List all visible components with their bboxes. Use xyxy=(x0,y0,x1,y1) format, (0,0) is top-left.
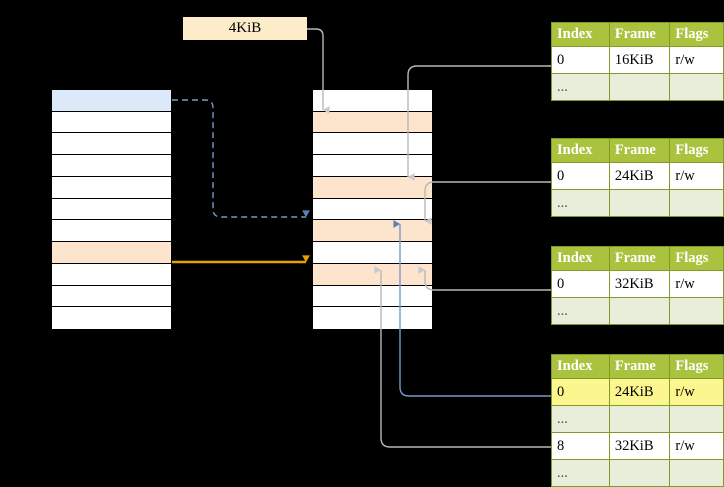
page-table-cell-9 xyxy=(313,286,432,307)
page-directory-cell-5 xyxy=(52,199,171,220)
column-header-frame: Frame xyxy=(608,138,671,163)
page-directory-column xyxy=(51,89,172,330)
page-table-cell-6 xyxy=(313,220,432,242)
column-header-index: Index xyxy=(551,22,610,47)
page-table-cell-2 xyxy=(313,133,432,155)
table-row: ... xyxy=(551,297,724,325)
cell-frame: 32KiB xyxy=(608,432,671,460)
cell-frame xyxy=(608,297,671,325)
table-row: ... xyxy=(551,405,724,433)
cell-flags xyxy=(669,73,724,101)
page-size-label: 4KiB xyxy=(228,20,262,36)
cell-index: 0 xyxy=(551,46,610,74)
table-row: ... xyxy=(551,459,724,487)
page-directory-cell-2 xyxy=(52,133,171,155)
column-header-index: Index xyxy=(551,138,610,163)
column-header-frame: Frame xyxy=(608,246,671,271)
column-header-frame: Frame xyxy=(608,354,671,379)
cell-frame: 24KiB xyxy=(608,162,671,190)
page-table-cell-0 xyxy=(313,90,432,112)
page-directory-cell-6 xyxy=(52,220,171,242)
table-row: ... xyxy=(551,73,724,101)
cell-flags: r/w xyxy=(669,432,724,460)
cell-frame: 32KiB xyxy=(608,270,671,298)
wire-dir-entry0-to-pte xyxy=(172,99,310,218)
cell-index: ... xyxy=(551,297,610,325)
column-header-index: Index xyxy=(551,354,610,379)
column-header-index: Index xyxy=(551,246,610,271)
page-directory-cell-3 xyxy=(52,155,171,177)
cell-frame xyxy=(608,189,671,217)
page-directory-cell-0 xyxy=(52,90,171,112)
page-directory-cell-9 xyxy=(52,286,171,307)
page-directory-cell-10 xyxy=(52,307,171,329)
cell-flags xyxy=(669,297,724,325)
page-table-cell-5 xyxy=(313,199,432,220)
column-header-flags: Flags xyxy=(669,354,724,379)
cell-frame: 24KiB xyxy=(608,378,671,406)
cell-flags xyxy=(669,459,724,487)
cell-index: 0 xyxy=(551,270,610,298)
cell-flags: r/w xyxy=(669,46,724,74)
cell-index: ... xyxy=(551,73,610,101)
cell-index: ... xyxy=(551,459,610,487)
page-directory-cell-1 xyxy=(52,112,171,133)
cell-frame xyxy=(608,405,671,433)
column-header-flags: Flags xyxy=(669,22,724,47)
cell-flags xyxy=(669,405,724,433)
page-table-cell-8 xyxy=(313,264,432,286)
wire-table3-to-pte xyxy=(418,266,551,291)
page-table-cell-1 xyxy=(313,112,432,133)
cell-index: 8 xyxy=(551,432,610,460)
page-size-label-box: 4KiB xyxy=(183,17,307,40)
cell-index: 0 xyxy=(551,162,610,190)
column-header-flags: Flags xyxy=(669,138,724,163)
page-table-cell-3 xyxy=(313,155,432,177)
cell-index: 0 xyxy=(551,378,610,406)
table-row: ... xyxy=(551,189,724,217)
page-table-cell-10 xyxy=(313,307,432,329)
page-directory-cell-8 xyxy=(52,264,171,286)
cell-frame xyxy=(608,459,671,487)
page-table-column xyxy=(312,89,433,330)
page-directory-cell-4 xyxy=(52,177,171,199)
wire-table2-to-pte xyxy=(424,181,551,225)
cell-flags: r/w xyxy=(669,270,724,298)
cell-frame xyxy=(608,73,671,101)
column-header-flags: Flags xyxy=(669,246,724,271)
cell-index: ... xyxy=(551,405,610,433)
column-header-frame: Frame xyxy=(608,22,671,47)
cell-frame: 16KiB xyxy=(608,46,671,74)
cell-flags: r/w xyxy=(669,162,724,190)
page-table-cell-4 xyxy=(313,177,432,199)
page-table-cell-7 xyxy=(313,242,432,264)
cell-index: ... xyxy=(551,189,610,217)
cell-flags: r/w xyxy=(669,378,724,406)
page-directory-cell-7 xyxy=(52,242,171,264)
cell-flags xyxy=(669,189,724,217)
